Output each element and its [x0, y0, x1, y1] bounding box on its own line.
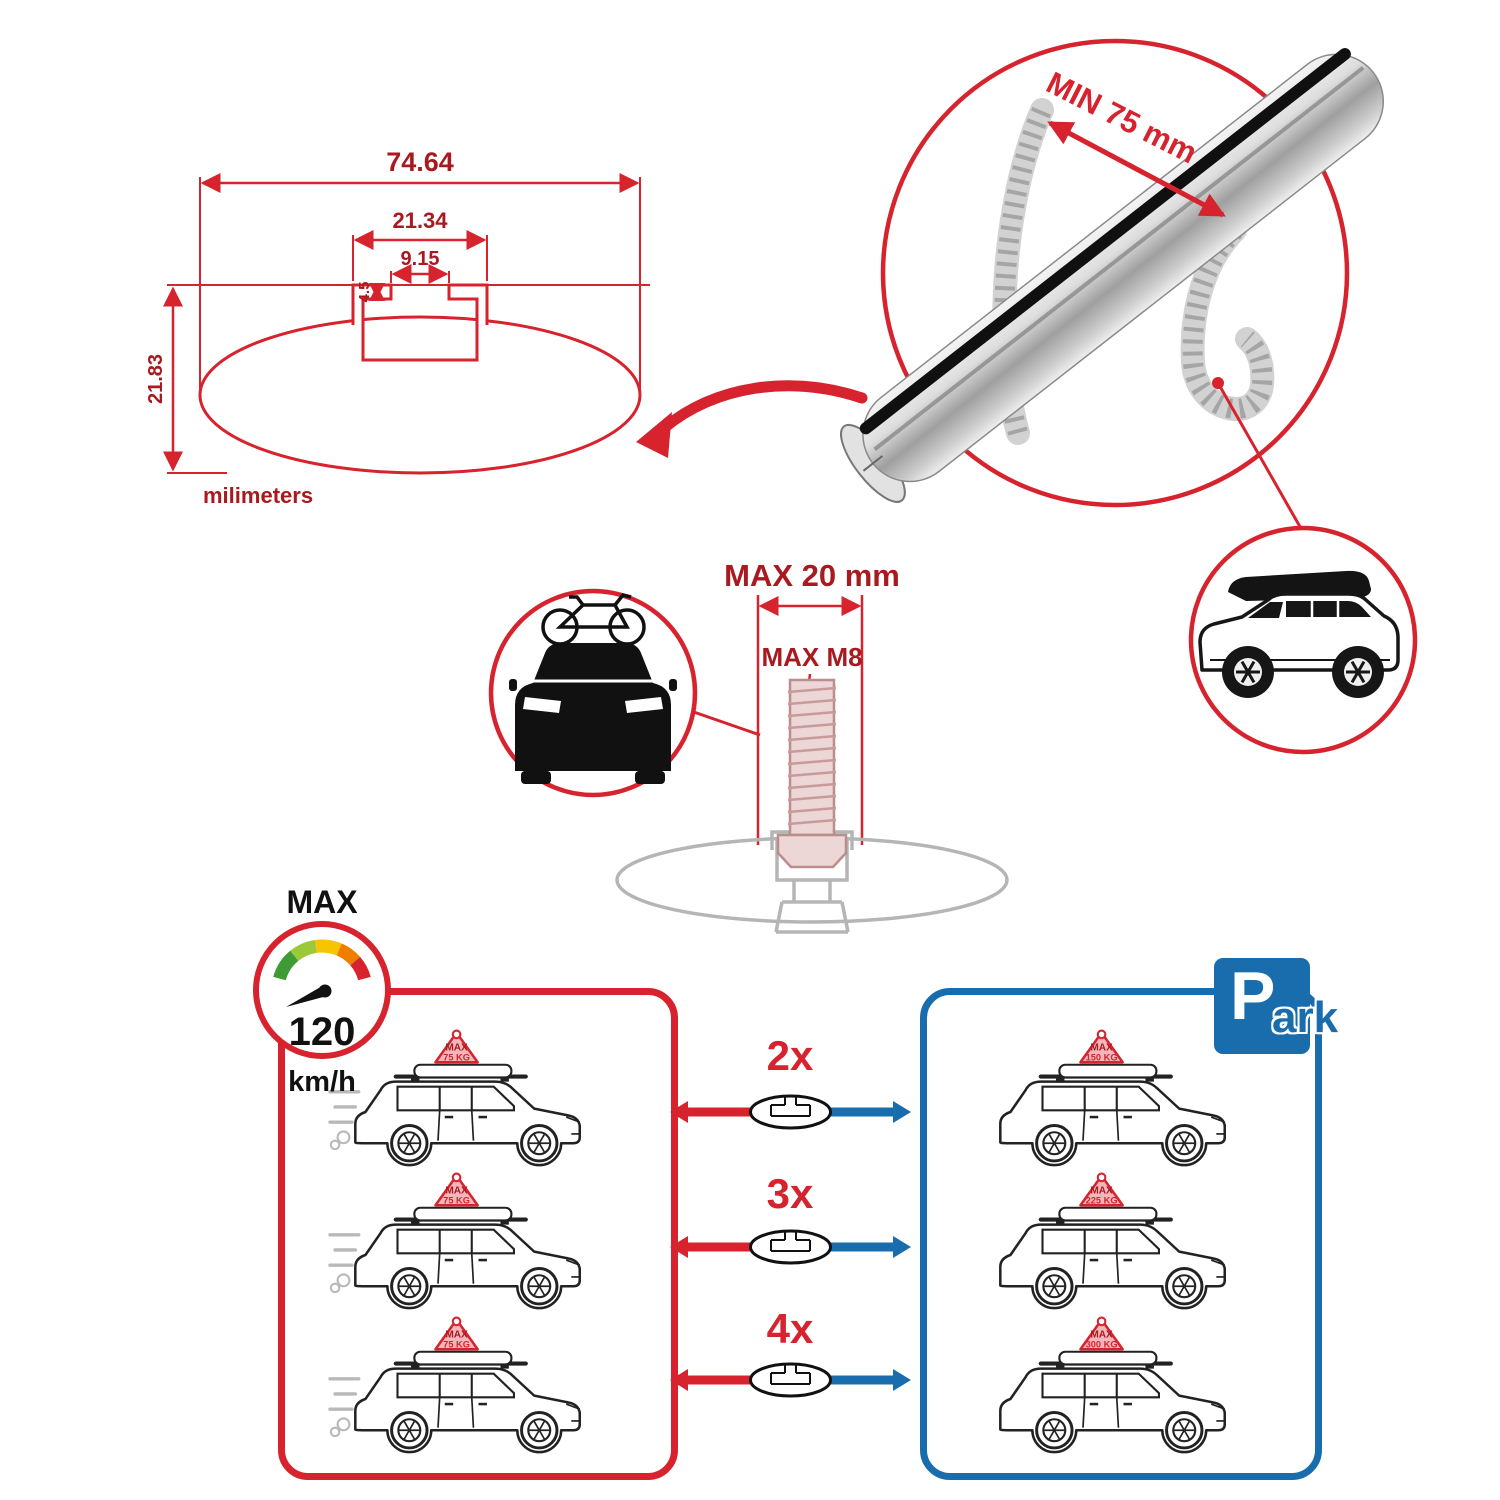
- crossbar-section-icon: [749, 1229, 832, 1265]
- bar-count-icon-row-1: [670, 1094, 911, 1130]
- svg-text:MAX: MAX: [445, 1329, 468, 1340]
- parked-car-row-2: MAX 225 KG: [975, 1172, 1245, 1313]
- load-sign: MAX 150 KG: [1079, 1029, 1124, 1064]
- load-sign: MAX 75 KG: [434, 1316, 479, 1351]
- load-sign: MAX 75 KG: [434, 1029, 479, 1064]
- dim-channel-width: 21.34: [392, 208, 448, 233]
- crossbar-section-icon: [749, 1362, 832, 1398]
- svg-text:MAX: MAX: [1090, 1042, 1113, 1053]
- zoom-circle-outline: [880, 38, 1350, 508]
- svg-text:225 KG: 225 KG: [1086, 1196, 1118, 1206]
- dim-total-height: 21.83: [145, 354, 167, 404]
- load-sign: MAX 75 KG: [434, 1172, 479, 1207]
- svg-text:75 KG: 75 KG: [443, 1340, 470, 1350]
- svg-text:MAX: MAX: [445, 1042, 468, 1053]
- speedometer: MAX 120 km/h: [253, 884, 391, 1098]
- driving-car-row-2: MAX 75 KG: [328, 1172, 600, 1313]
- bolt-thread-label: MAX M8: [761, 642, 862, 672]
- load-sign: MAX 225 KG: [1079, 1172, 1124, 1207]
- svg-text:150 KG: 150 KG: [1086, 1053, 1118, 1063]
- multiplier-label-4x: 4x: [766, 1305, 814, 1352]
- driving-car-row-3: MAX 75 KG: [328, 1316, 600, 1457]
- arrowhead: [636, 412, 672, 458]
- parking-letter: P: [1230, 958, 1276, 1034]
- svg-text:MAX: MAX: [445, 1185, 468, 1196]
- unit-label: milimeters: [203, 483, 313, 508]
- t-nut-head: [776, 833, 848, 869]
- parked-car-row-3: MAX 300 KG: [975, 1316, 1245, 1457]
- multiplier-label-3x: 3x: [766, 1170, 814, 1217]
- driving-car-row-1: MAX 75 KG: [328, 1029, 600, 1170]
- car-front-icon: [509, 643, 677, 784]
- t-slot-channel-outline: [351, 283, 489, 362]
- clamp-strap-right: [1180, 218, 1275, 421]
- svg-text:MAX: MAX: [1090, 1329, 1113, 1340]
- dim-slot-width: 9.15: [401, 248, 440, 270]
- multiplier-label-2x: 2x: [766, 1032, 814, 1079]
- oval-profile-outline: [198, 315, 642, 475]
- load-sign: MAX 300 KG: [1079, 1316, 1124, 1351]
- speed-max-label: MAX: [286, 884, 358, 920]
- parked-car-row-1: MAX 150 KG: [975, 1029, 1245, 1170]
- min-span-label: MIN 75 mm: [1041, 65, 1203, 170]
- dim-total-width: 74.64: [386, 147, 454, 177]
- dim-lip-height: 4.5: [356, 282, 373, 303]
- bike-car-callout: [488, 588, 761, 798]
- svg-text:75 KG: 75 KG: [443, 1196, 470, 1206]
- suv-roofbox-illustration: [1198, 570, 1400, 698]
- bar-count-icon-row-2: [670, 1229, 911, 1265]
- svg-text:75 KG: 75 KG: [443, 1053, 470, 1063]
- parking-sign: P ark: [1214, 958, 1364, 1058]
- svg-text:MAX: MAX: [1090, 1185, 1113, 1196]
- crossbar-section-icon: [749, 1094, 832, 1130]
- parking-suffix: ark: [1272, 993, 1339, 1042]
- p-icon: [1214, 958, 1310, 1054]
- bolt-diagram: MAX 20 mm MAX M8: [615, 558, 1009, 934]
- bar-count-icon-row-3: [670, 1362, 911, 1398]
- gauge-needle: [286, 985, 327, 1007]
- gauge-arc: [273, 939, 371, 981]
- svg-text:300 KG: 300 KG: [1086, 1340, 1118, 1350]
- suv-callout: [1188, 382, 1418, 755]
- crossbar-zoom-circle: MIN 75 mm: [840, 38, 1385, 508]
- crossbar-render: [840, 48, 1385, 503]
- bolt-width-label: MAX 20 mm: [724, 558, 900, 593]
- speed-value: 120: [289, 1010, 356, 1054]
- t-track-rubber-strip: [859, 48, 1351, 435]
- bolt-illustration: [776, 678, 848, 869]
- zoom-arrow: [636, 380, 868, 458]
- min-span-arrow: [1047, 120, 1226, 218]
- speed-unit: km/h: [288, 1066, 356, 1098]
- cross-section-drawing: 74.64 21.34 9.15 4.5 21.83 milimeters: [145, 147, 650, 508]
